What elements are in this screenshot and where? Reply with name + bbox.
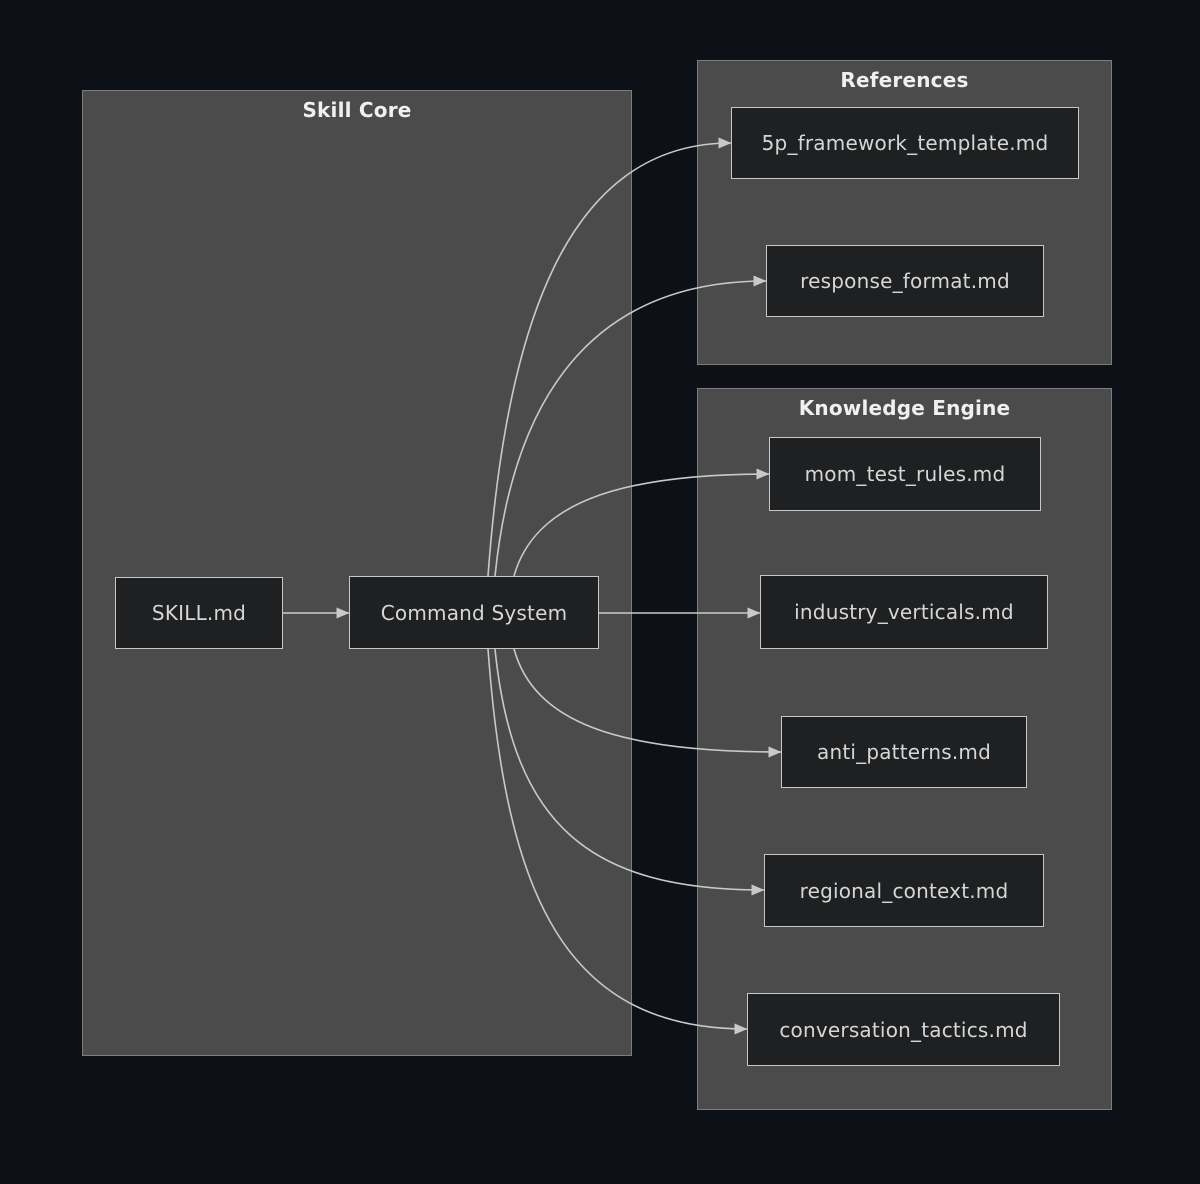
node-command-system: Command System [349, 576, 599, 649]
node-label-industry-verticals: industry_verticals.md [794, 600, 1014, 624]
node-mom-test-rules: mom_test_rules.md [769, 437, 1041, 511]
node-label-anti-patterns: anti_patterns.md [817, 740, 991, 764]
cluster-skill-core: Skill Core [82, 90, 632, 1056]
node-anti-patterns: anti_patterns.md [781, 716, 1027, 788]
cluster-title-skill-core: Skill Core [302, 98, 412, 122]
node-conversation-tactics: conversation_tactics.md [747, 993, 1060, 1066]
node-label-command-system: Command System [380, 600, 568, 625]
node-label-regional-context: regional_context.md [799, 878, 1009, 903]
node-label-mom-test-rules: mom_test_rules.md [804, 462, 1006, 486]
node-response-format: response_format.md [766, 245, 1044, 317]
node-label-5p-framework-template: 5p_framework_template.md [761, 131, 1049, 155]
node-industry-verticals: industry_verticals.md [760, 575, 1048, 649]
node-skill-md: SKILL.md [115, 577, 283, 649]
cluster-title-references: References [840, 68, 969, 92]
node-label-conversation-tactics: conversation_tactics.md [779, 1017, 1028, 1042]
node-regional-context: regional_context.md [764, 854, 1044, 927]
node-label-response-format: response_format.md [800, 269, 1010, 293]
node-5p-framework-template: 5p_framework_template.md [731, 107, 1079, 179]
cluster-references: References [697, 60, 1112, 365]
node-label-skill-md: SKILL.md [151, 601, 247, 625]
cluster-title-knowledge-engine: Knowledge Engine [798, 396, 1011, 420]
